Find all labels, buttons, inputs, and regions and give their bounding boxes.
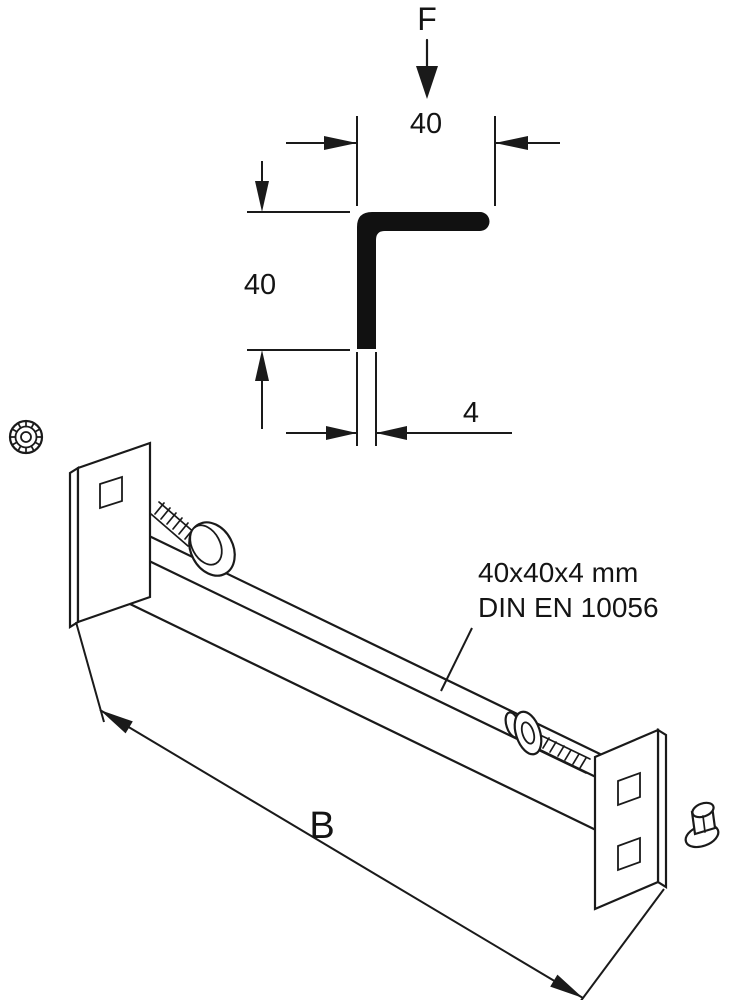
thread-line bbox=[160, 507, 171, 520]
arrowhead-icon bbox=[326, 426, 357, 440]
bolt-right bbox=[504, 710, 591, 774]
washer-hole bbox=[520, 721, 536, 745]
serration-tick bbox=[34, 441, 41, 446]
serration-tick bbox=[34, 428, 41, 433]
serration-tick bbox=[11, 441, 18, 446]
thread-line bbox=[166, 512, 177, 525]
arrowhead-icon bbox=[255, 350, 269, 381]
plate-side-face bbox=[68, 466, 80, 629]
extension-line bbox=[75, 621, 105, 723]
dimension-length-value: B bbox=[309, 805, 334, 847]
dimension-length-group: B bbox=[75, 621, 665, 1000]
thread-line bbox=[549, 741, 557, 753]
serration-tick bbox=[17, 445, 22, 452]
flange-nut-right bbox=[684, 801, 720, 849]
flange-nut-facet bbox=[702, 815, 706, 833]
thread-line bbox=[154, 502, 165, 515]
thread-line bbox=[172, 517, 183, 530]
serration-tick bbox=[30, 445, 35, 452]
plate-front-face bbox=[593, 728, 660, 911]
plate-front-face bbox=[76, 441, 152, 624]
flange-nut-left bbox=[8, 419, 44, 455]
plate-square-hole bbox=[617, 771, 641, 807]
spec-callout-group: 40x40x4 mm DIN EN 10056 bbox=[440, 557, 659, 692]
arrowhead-icon bbox=[255, 181, 269, 212]
spec-standard-text: DIN EN 10056 bbox=[478, 592, 659, 623]
serration-tick bbox=[17, 422, 22, 429]
force-arrowhead-icon bbox=[416, 66, 438, 99]
dimension-width-value: 40 bbox=[410, 108, 442, 140]
dimension-height-value: 40 bbox=[244, 269, 276, 301]
plate-square-hole bbox=[99, 475, 123, 510]
extension-line bbox=[580, 888, 665, 1000]
thread-line bbox=[572, 753, 580, 765]
bolt-shank-edge bbox=[533, 747, 587, 774]
angle-profile-cross-section bbox=[357, 212, 490, 349]
thread-line bbox=[564, 749, 572, 761]
force-arrow-group: F bbox=[416, 1, 438, 99]
dimension-line bbox=[99, 709, 584, 999]
end-plate-left bbox=[68, 441, 152, 629]
flange-nut-top bbox=[691, 801, 715, 819]
spec-size-text: 40x40x4 mm bbox=[478, 557, 638, 588]
bolt-left bbox=[150, 501, 236, 577]
arrowhead-icon bbox=[376, 426, 407, 440]
dimension-thickness-group: 4 bbox=[286, 352, 512, 446]
flange-nut-bore bbox=[20, 431, 32, 443]
bolt-head-rim bbox=[189, 524, 223, 566]
thread-line bbox=[579, 757, 587, 769]
bracket-isometric-group bbox=[8, 419, 720, 911]
thread-line bbox=[542, 737, 550, 749]
leader-line bbox=[440, 627, 473, 692]
arrowhead-icon bbox=[100, 710, 133, 734]
arrowhead-icon bbox=[495, 136, 528, 150]
bolt-shank-edge bbox=[150, 513, 189, 547]
dimension-thickness-value: 4 bbox=[463, 397, 479, 429]
dimension-width-group: 40 bbox=[286, 108, 560, 206]
thread-line bbox=[178, 522, 189, 535]
thread-line bbox=[557, 745, 565, 757]
dimension-height-group: 40 bbox=[244, 161, 350, 429]
plate-square-hole bbox=[617, 836, 641, 872]
beam-edge bbox=[128, 602, 602, 834]
end-plate-right bbox=[593, 728, 668, 911]
plate-side-face bbox=[656, 728, 668, 889]
bolt-shank-edge bbox=[158, 501, 197, 535]
force-label: F bbox=[417, 1, 437, 37]
arrowhead-icon bbox=[324, 136, 357, 150]
serration-tick bbox=[30, 422, 35, 429]
serration-tick bbox=[11, 428, 18, 433]
arrowhead-icon bbox=[550, 974, 583, 998]
